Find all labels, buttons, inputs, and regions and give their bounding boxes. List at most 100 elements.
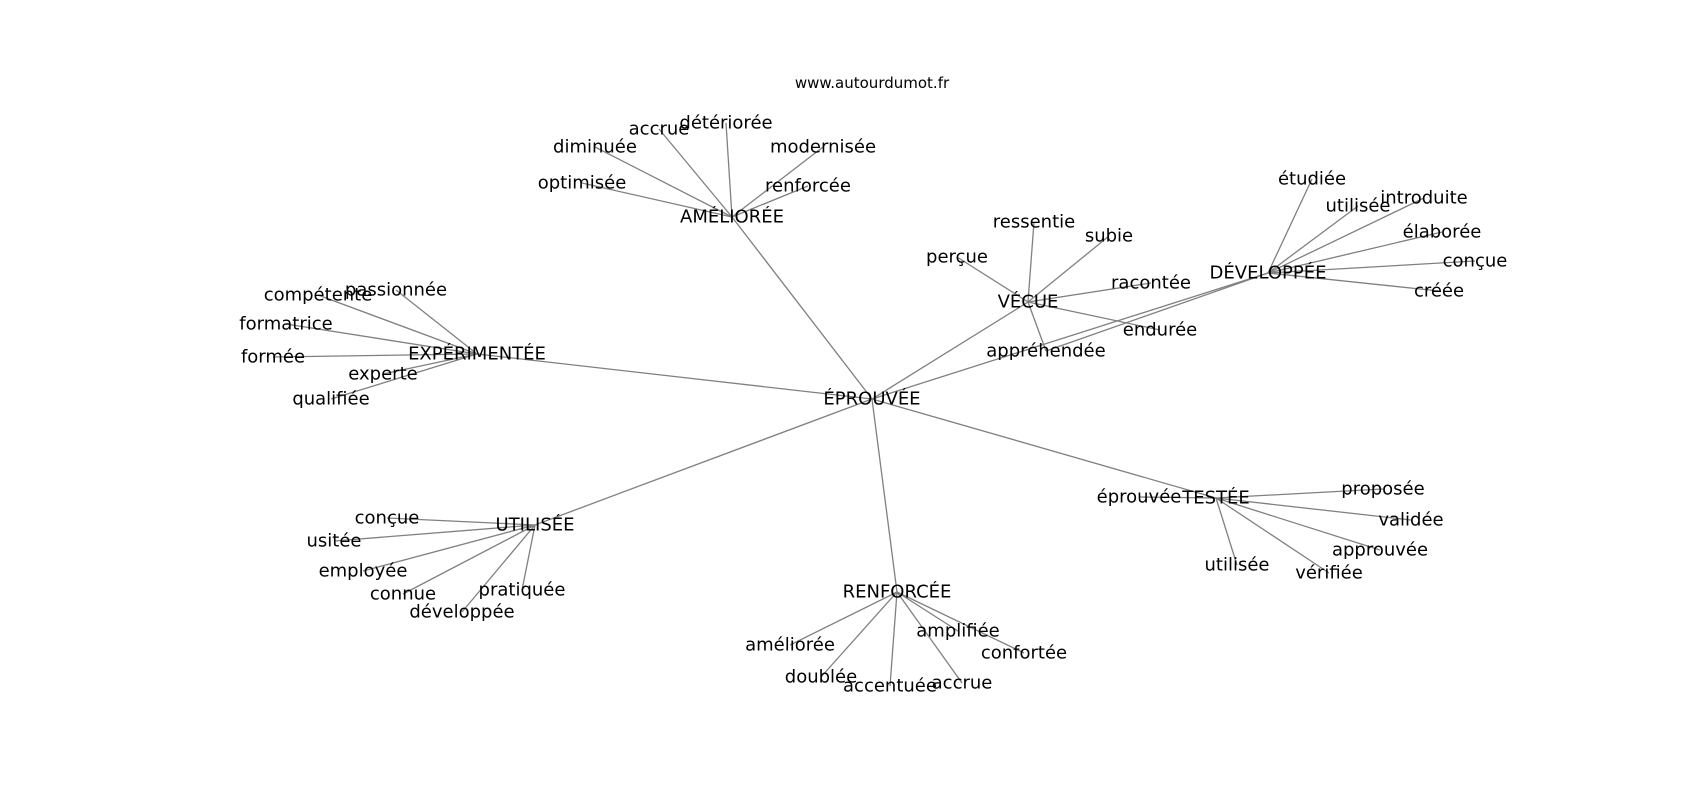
hub-node-ameliore[interactable]: AMÉLIORÉE bbox=[680, 206, 784, 228]
edge-testee-5 bbox=[1215, 497, 1330, 574]
leaf-node-developpee-4[interactable]: conçue bbox=[1443, 251, 1508, 272]
leaf-node-experimentee-3[interactable]: formée bbox=[241, 347, 305, 368]
leaf-node-utilisee-0[interactable]: conçue bbox=[355, 508, 420, 529]
edge-vecue-2 bbox=[956, 256, 1029, 303]
leaf-node-experimentee-4[interactable]: experte bbox=[348, 364, 417, 385]
hub-node-experimentee[interactable]: EXPÉRIMENTÉE bbox=[408, 343, 546, 365]
edge-experimentee-2 bbox=[285, 323, 478, 355]
edge-developpee-4 bbox=[1267, 260, 1476, 274]
edge-ameliore-4 bbox=[581, 182, 733, 218]
hub-node-vecue[interactable]: VÉCUE bbox=[998, 291, 1059, 313]
leaf-node-renforcee-2[interactable]: confortée bbox=[981, 643, 1067, 664]
leaf-node-experimentee-5[interactable]: qualifiée bbox=[292, 389, 369, 410]
edge-center-experimentee bbox=[476, 353, 873, 400]
leaf-node-renforcee-3[interactable]: doublée bbox=[785, 667, 857, 688]
leaf-node-ameliore-0[interactable]: accrue bbox=[629, 119, 690, 140]
edge-experimentee-1 bbox=[395, 289, 478, 355]
center-node[interactable]: ÉPROUVÉE bbox=[823, 388, 920, 410]
edge-utilisee-0 bbox=[386, 517, 536, 526]
edge-vecue-3 bbox=[1027, 282, 1152, 303]
leaf-node-vecue-5[interactable]: appréhendée bbox=[986, 341, 1105, 362]
graph-edges bbox=[272, 122, 1476, 687]
leaf-node-vecue-2[interactable]: perçue bbox=[926, 247, 988, 268]
leaf-node-vecue-4[interactable]: endurée bbox=[1123, 320, 1197, 341]
edge-vecue-0 bbox=[1027, 221, 1035, 303]
leaf-node-ameliore-1[interactable]: détériorée bbox=[679, 113, 772, 134]
edge-center-renforcee bbox=[871, 398, 898, 593]
edge-ameliore-0 bbox=[658, 128, 733, 218]
hub-node-testee[interactable]: TESTÉE bbox=[1181, 487, 1250, 509]
leaf-node-experimentee-2[interactable]: formatrice bbox=[239, 314, 332, 335]
edge-center-testee bbox=[871, 398, 1217, 499]
edge-developpee-6 bbox=[1045, 272, 1269, 352]
leaf-node-experimentee-1[interactable]: passionnée bbox=[345, 280, 447, 301]
leaf-node-utilisee-4[interactable]: pratiquée bbox=[479, 580, 566, 601]
edge-experimentee-4 bbox=[382, 353, 478, 375]
leaf-node-renforcee-0[interactable]: améliorée bbox=[745, 635, 835, 656]
edge-testee-0 bbox=[1138, 496, 1217, 499]
edge-ameliore-5 bbox=[731, 185, 809, 218]
leaf-node-developpee-3[interactable]: élaborée bbox=[1403, 222, 1482, 243]
edge-testee-3 bbox=[1215, 497, 1381, 551]
edge-renforcee-3 bbox=[820, 591, 898, 678]
edge-testee-2 bbox=[1215, 497, 1412, 521]
edge-developpee-0 bbox=[1267, 178, 1313, 274]
edge-utilisee-5 bbox=[461, 524, 536, 613]
edge-renforcee-0 bbox=[789, 591, 898, 646]
leaf-node-testee-0[interactable]: éprouvée bbox=[1097, 487, 1182, 508]
graph-labels: ÉPROUVÉEAMÉLIORÉEaccruedétérioréediminué… bbox=[239, 113, 1507, 697]
leaf-node-testee-1[interactable]: proposée bbox=[1341, 479, 1424, 500]
leaf-node-vecue-0[interactable]: ressentie bbox=[993, 212, 1075, 233]
edge-renforcee-2 bbox=[896, 591, 1025, 654]
edge-vecue-4 bbox=[1027, 301, 1161, 331]
edge-utilisee-2 bbox=[362, 524, 536, 572]
leaf-node-developpee-0[interactable]: étudiée bbox=[1278, 169, 1346, 190]
leaf-node-experimentee-0[interactable]: compétente bbox=[264, 285, 373, 306]
edge-testee-4 bbox=[1215, 497, 1238, 566]
edge-experimentee-3 bbox=[272, 353, 478, 358]
hub-node-utilisee[interactable]: UTILISÉE bbox=[496, 514, 575, 536]
edge-developpee-2 bbox=[1267, 197, 1425, 274]
leaf-node-developpee-2[interactable]: introduite bbox=[1380, 188, 1467, 209]
hub-node-developpee[interactable]: DÉVELOPPÉE bbox=[1210, 262, 1327, 284]
edge-center-developpee bbox=[871, 272, 1269, 400]
site-watermark[interactable]: www.autourdumot.fr bbox=[795, 74, 950, 92]
leaf-node-testee-2[interactable]: validée bbox=[1378, 510, 1443, 531]
edge-vecue-1 bbox=[1027, 235, 1110, 303]
edge-renforcee-4 bbox=[889, 591, 898, 687]
leaf-node-utilisee-5[interactable]: développée bbox=[409, 602, 514, 623]
edge-utilisee-3 bbox=[402, 524, 536, 595]
leaf-node-vecue-3[interactable]: racontée bbox=[1111, 273, 1191, 294]
leaf-node-developpee-5[interactable]: créée bbox=[1414, 281, 1464, 302]
edge-utilisee-1 bbox=[333, 524, 536, 542]
leaf-node-ameliore-5[interactable]: renforcée bbox=[765, 176, 851, 197]
edge-experimentee-5 bbox=[330, 353, 478, 400]
edge-testee-1 bbox=[1215, 488, 1384, 499]
leaf-node-utilisee-2[interactable]: employée bbox=[319, 561, 408, 582]
edge-vecue-5 bbox=[1027, 301, 1047, 352]
leaf-node-vecue-1[interactable]: subie bbox=[1085, 226, 1133, 247]
edge-ameliore-2 bbox=[594, 146, 733, 218]
leaf-node-ameliore-3[interactable]: modernisée bbox=[770, 137, 876, 158]
leaf-node-testee-3[interactable]: approuvée bbox=[1332, 540, 1428, 561]
leaf-node-developpee-1[interactable]: utilisée bbox=[1326, 196, 1391, 217]
edge-developpee-3 bbox=[1267, 231, 1443, 274]
leaf-node-ameliore-4[interactable]: optimisée bbox=[538, 173, 627, 194]
leaf-node-utilisee-1[interactable]: usitée bbox=[307, 531, 362, 552]
leaf-node-renforcee-1[interactable]: amplifiée bbox=[916, 621, 999, 642]
edge-experimentee-0 bbox=[317, 294, 478, 355]
edge-center-ameliore bbox=[731, 216, 873, 400]
edge-utilisee-4 bbox=[521, 524, 536, 591]
leaf-node-testee-5[interactable]: vérifiée bbox=[1295, 563, 1363, 584]
hub-node-renforcee[interactable]: RENFORCÉE bbox=[843, 581, 952, 603]
leaf-node-renforcee-4[interactable]: accentuée bbox=[843, 676, 937, 697]
edge-developpee-1 bbox=[1267, 205, 1359, 274]
leaf-node-renforcee-5[interactable]: accrue bbox=[932, 673, 993, 694]
leaf-node-utilisee-3[interactable]: connue bbox=[370, 584, 436, 605]
edge-center-utilisee bbox=[534, 398, 873, 526]
edge-ameliore-3 bbox=[731, 146, 824, 218]
edge-developpee-5 bbox=[1267, 272, 1440, 292]
leaf-node-ameliore-2[interactable]: diminuée bbox=[553, 137, 637, 158]
leaf-node-testee-4[interactable]: utilisée bbox=[1205, 555, 1270, 576]
